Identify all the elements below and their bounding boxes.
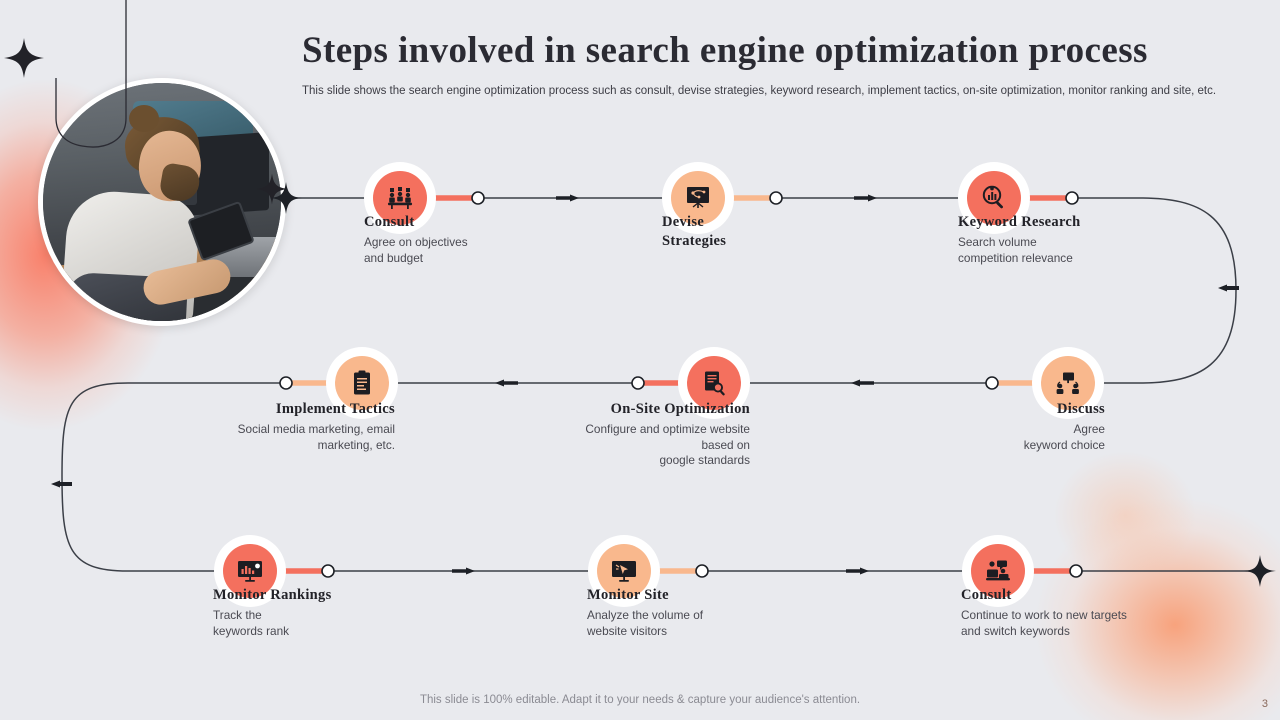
step-title: Monitor Rankings (213, 587, 332, 603)
step-title: Consult (364, 214, 415, 230)
step-label-monitor-rankings: Monitor Rankings Track the keywords rank (213, 586, 443, 639)
step-description: Analyze the volume of website visitors (587, 607, 704, 638)
step-node-consult-2[interactable] (967, 540, 1029, 602)
step-node-implement-tactics[interactable] (331, 352, 393, 414)
page-title: Steps involved in search engine optimiza… (302, 30, 1148, 71)
header: Steps involved in search engine optimiza… (302, 30, 1222, 100)
team-discuss-icon (1056, 372, 1079, 394)
step-description: Continue to work to new targets and swit… (961, 607, 1127, 638)
people-chat-icon (986, 560, 1010, 581)
step-description: Configure and optimize website based on … (585, 421, 750, 468)
step-node-consult-1[interactable] (369, 167, 431, 229)
step-label-devise-strategies: Devise Strategies (662, 213, 892, 254)
decorative-blob-right-secondary (1030, 430, 1220, 600)
step-node-monitor-site[interactable] (593, 540, 655, 602)
sparkle-icon-topleft (4, 38, 44, 78)
search-chart-icon (982, 185, 1003, 209)
clipboard-icon (354, 370, 370, 395)
step-title: Discuss (1056, 401, 1105, 417)
step-description: Agree keyword choice (1023, 421, 1105, 452)
step-node-monitor-rankings[interactable] (219, 540, 281, 602)
step-label-on-site-optimization: On-Site Optimization Configure and optim… (520, 400, 750, 469)
step-node-keyword-research[interactable] (963, 167, 1025, 229)
step-description: Track the keywords rank (213, 607, 290, 638)
hero-photo (38, 78, 286, 326)
step-description: Agree on objectives and budget (364, 234, 468, 265)
step-node-on-site-optimization[interactable] (683, 352, 745, 414)
footer-note: This slide is 100% editable. Adapt it to… (419, 694, 861, 706)
meeting-table-icon (388, 187, 412, 209)
step-label-discuss: Discuss Agree keyword choice (875, 400, 1105, 453)
step-title: Monitor Site (587, 587, 669, 603)
step-label-implement-tactics: Implement Tactics Social media marketing… (165, 400, 395, 453)
step-description: Search volume competition relevance (958, 234, 1073, 265)
step-title: Implement Tactics (275, 401, 395, 417)
page-subtitle: This slide shows the search engine optim… (302, 85, 1217, 98)
step-title: On-Site Optimization (610, 401, 750, 417)
step-title: Devise Strategies (662, 214, 727, 249)
step-description: Social media marketing, email marketing,… (237, 421, 395, 452)
step-label-keyword-research: Keyword Research Search volume competiti… (958, 213, 1188, 266)
step-node-devise-strategies[interactable] (667, 167, 729, 229)
monitor-chart-icon (238, 561, 262, 582)
step-title: Consult (961, 587, 1012, 603)
strategy-board-icon (687, 187, 709, 208)
step-label-monitor-site: Monitor Site Analyze the volume of websi… (587, 586, 817, 639)
page-number: 3 (1261, 698, 1268, 710)
step-label-consult-1: Consult Agree on objectives and budget (364, 213, 594, 266)
monitor-cursor-icon (612, 561, 636, 582)
hero-photo-image (43, 83, 281, 321)
document-search-icon (705, 371, 725, 396)
step-label-consult-2: Consult Continue to work to new targets … (961, 586, 1211, 639)
step-title: Keyword Research (958, 214, 1081, 230)
step-node-discuss[interactable] (1037, 352, 1099, 414)
